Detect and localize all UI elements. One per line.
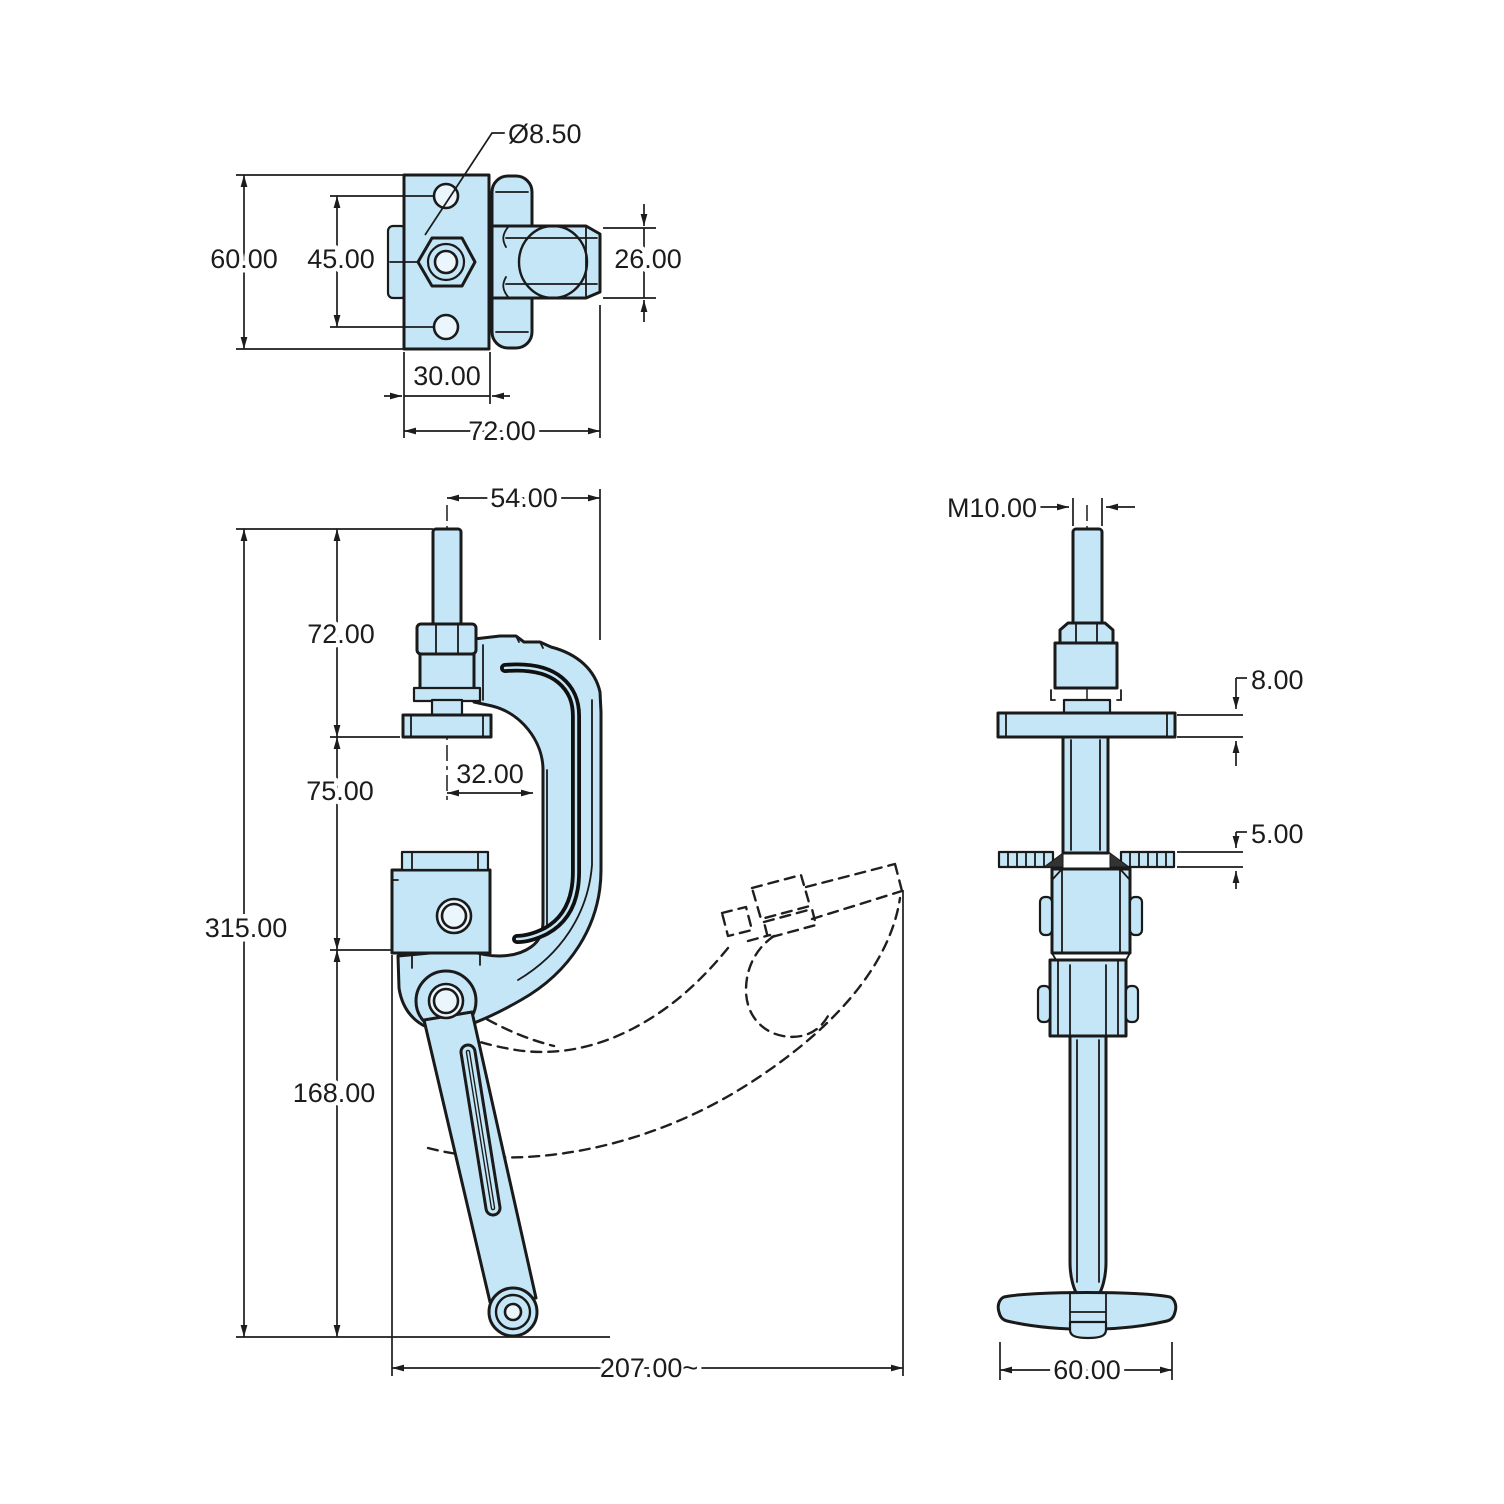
t-handle-bottom-tab <box>1068 1320 1108 1340</box>
pivot-hole-inner <box>432 987 460 1015</box>
pressure-pad <box>401 713 493 739</box>
side-pressure-pad <box>996 711 1177 739</box>
t-handle <box>996 1291 1178 1331</box>
dim-body-diameter-label: 26.00 <box>614 244 682 274</box>
phantom-pivot-trace <box>456 1000 556 1048</box>
handle-ball-ring <box>494 1293 532 1331</box>
pilot-hole-top <box>432 182 460 210</box>
side-view: M10.00 8.00 5.00 60.00 <box>942 489 1308 1390</box>
pivot-pin-left-lower <box>1036 984 1052 1024</box>
handle-ball-bore <box>503 1302 523 1322</box>
gusset-right <box>1109 852 1131 868</box>
dim-207-ext-lines <box>391 890 904 1376</box>
side-bushing-flare <box>1050 687 1122 701</box>
dim-handle-width-label: 60.00 <box>1053 1355 1121 1385</box>
side-shaft-lines <box>1070 739 1101 851</box>
side-handle-arm <box>1068 1034 1108 1298</box>
spindle-bushing <box>418 652 476 692</box>
dim-handle-section-label: 168.00 <box>293 1078 376 1108</box>
top-view-part <box>386 173 602 351</box>
knob-edge-lines <box>495 191 529 333</box>
block-detail-lines <box>391 851 481 969</box>
dim-spindle-offset-label: 54.00 <box>490 483 558 513</box>
phantom-bushing <box>762 907 818 940</box>
side-view-dimensions: M10.00 8.00 5.00 60.00 <box>942 489 1308 1390</box>
pivot-pin-right-lower <box>1124 984 1140 1024</box>
top-view: 60.00 45.00 Ø8.50 26.00 30.00 72.00 <box>206 115 687 451</box>
pilot-hole-bottom <box>432 313 460 341</box>
phantom-arm-lower-sweep <box>426 896 902 1159</box>
side-neck <box>1062 698 1112 715</box>
pad-end-lines <box>410 714 484 738</box>
dim-throat-depth-label: 32.00 <box>456 759 524 789</box>
dim-pad-thickness-label: 8.00 <box>1251 665 1304 695</box>
side-nut-facets <box>1075 622 1098 644</box>
block-upper-lines <box>1051 868 1131 954</box>
dim-5-ext-lines <box>1177 851 1243 868</box>
block-lower-lines <box>1057 959 1119 1037</box>
dim-45-ext-lines <box>330 195 433 328</box>
cylinder-barrel-arc <box>517 224 589 300</box>
dim-plate-width-label: 30.00 <box>413 361 481 391</box>
phantom-hex-nut <box>750 873 812 921</box>
front-view: 54.00 72.00 75.00 168.00 315.00 32.00 20… <box>200 479 904 1388</box>
top-view-dimensions: 60.00 45.00 Ø8.50 26.00 30.00 72.00 <box>206 115 687 451</box>
knob-intersection-arcs <box>502 225 510 299</box>
dim-thread-size-label: M10.00 <box>947 493 1037 523</box>
dim-open-reach-label: 207.00~ <box>600 1353 698 1383</box>
side-threaded-rod <box>1071 527 1104 626</box>
cylinder-surface-lines <box>505 237 598 285</box>
front-view-dimensions: 54.00 72.00 75.00 168.00 315.00 32.00 20… <box>200 479 904 1388</box>
side-hex-nut <box>1058 621 1115 645</box>
dim-60-ext-lines <box>236 174 404 350</box>
pivot-pin-right-upper <box>1128 895 1144 937</box>
phantom-spindle-rod <box>804 862 904 921</box>
phantom-flange-line <box>746 933 772 943</box>
side-arm-lines <box>1076 1039 1100 1283</box>
nut-facet-lines <box>435 623 459 655</box>
side-block-lower <box>1048 958 1128 1038</box>
side-view-part <box>996 527 1178 1340</box>
dim-26-ext-lines <box>603 227 656 299</box>
body-cylinder <box>490 224 602 300</box>
side-block-upper <box>1050 867 1132 955</box>
c-arm-groove-inner <box>503 666 578 941</box>
dim-plate-height-label: 60.00 <box>210 244 278 274</box>
spindle-hex-nut <box>415 622 478 656</box>
threaded-spindle <box>431 527 463 627</box>
block-hole-inner <box>440 902 468 930</box>
dim-hole-diameter-label: Ø8.50 <box>508 119 582 149</box>
dia-8-5-leader <box>424 132 505 236</box>
dim-overall-width-label: 72.00 <box>468 416 536 446</box>
phantom-arm-upper-sweep <box>450 946 730 1054</box>
front-view-phantom-open-position <box>426 862 904 1159</box>
dim-m10-ext-ticks <box>1072 498 1103 526</box>
dim-overall-height-label: 315.00 <box>205 913 288 943</box>
front-spindle-assembly <box>401 527 493 739</box>
dim-clamp-opening-label: 75.00 <box>306 776 374 806</box>
t-handle-center-lines <box>1069 1291 1107 1323</box>
dim-8-ext-lines <box>1177 714 1243 738</box>
serration-ticks <box>1007 851 1167 868</box>
c-arm-fork-lines <box>473 635 544 703</box>
gusset-left <box>1042 852 1064 868</box>
dim-60s-ext-lines <box>999 1342 1173 1380</box>
c-arm-edge-highlights <box>517 699 593 981</box>
phantom-washer <box>720 905 754 938</box>
serrated-base-plate <box>997 850 1176 869</box>
pivot-pin-left-upper <box>1038 895 1054 937</box>
dim-base-plate-thickness-label: 5.00 <box>1251 819 1304 849</box>
mounting-block-top-plate <box>400 850 490 872</box>
handle-slot <box>459 1043 502 1217</box>
side-bushing <box>1053 641 1119 690</box>
side-shaft <box>1061 735 1110 855</box>
front-pivot-and-handle <box>390 850 539 1338</box>
spindle-bore <box>433 249 459 275</box>
dim-spindle-height-label: 72.00 <box>307 619 375 649</box>
phantom-arm-hook <box>744 934 832 1039</box>
dim-hole-spacing-label: 45.00 <box>307 244 375 274</box>
side-pad-end-lines <box>1005 712 1168 738</box>
